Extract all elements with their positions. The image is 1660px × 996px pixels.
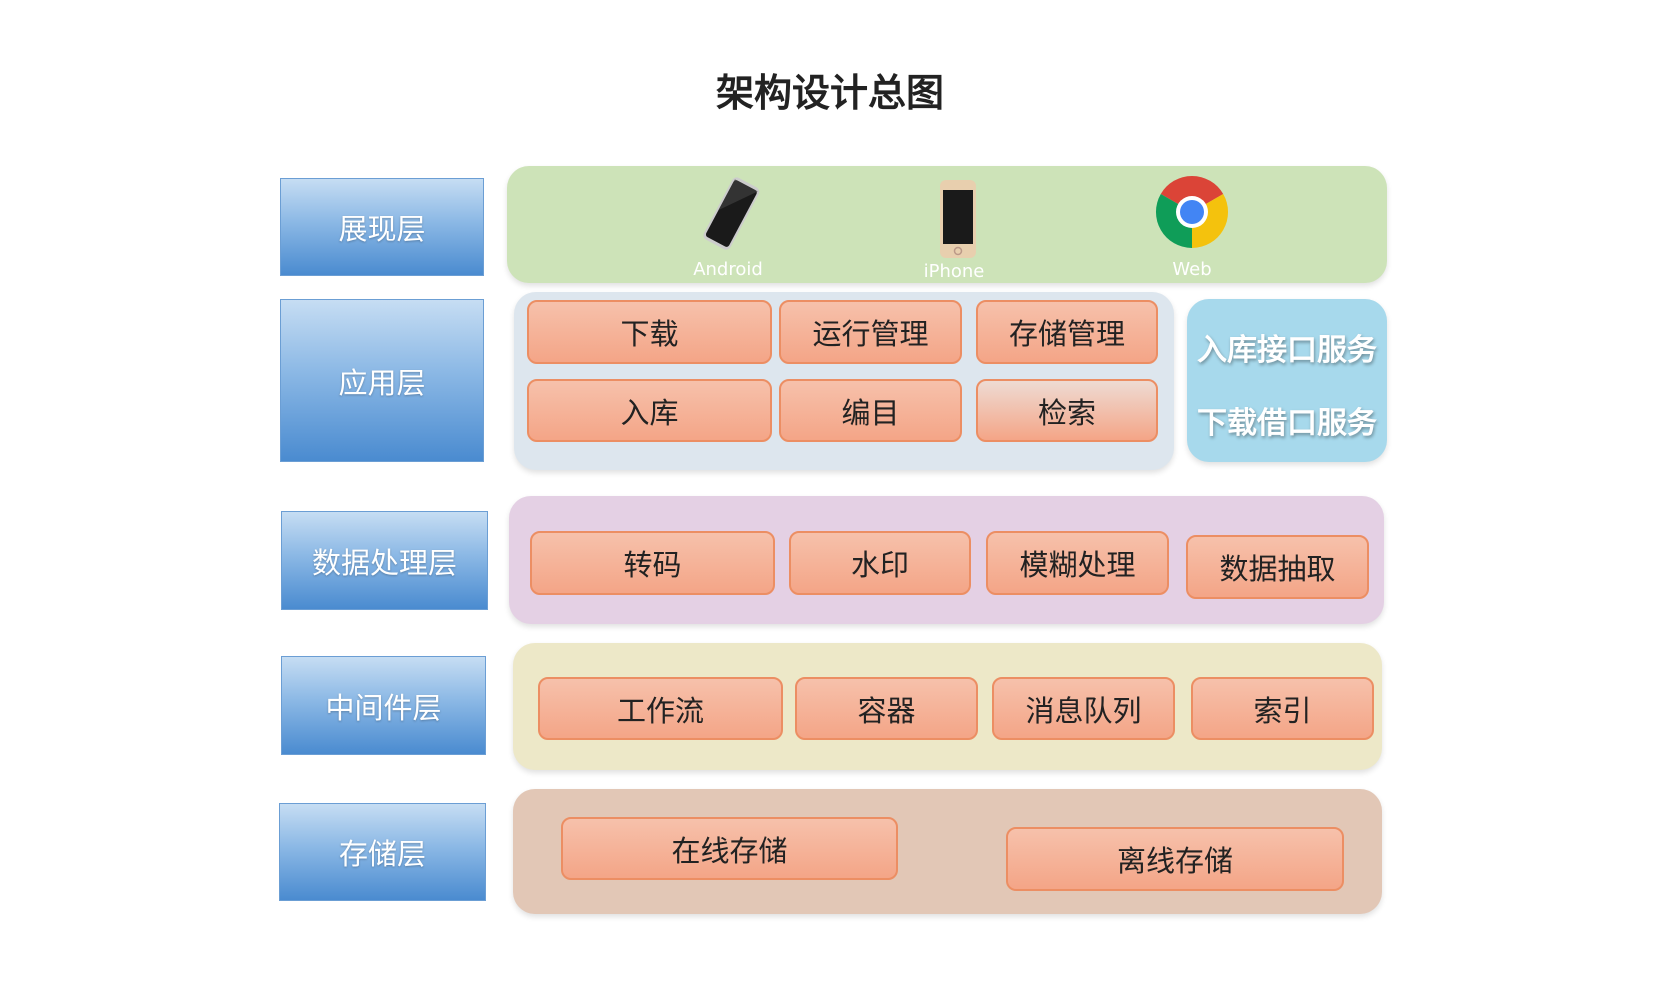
layer-label-presentation: 展现层 [280, 178, 484, 276]
layer-label-data-processing: 数据处理层 [281, 511, 488, 610]
module-workflow: 工作流 [538, 677, 783, 740]
layer-label-storage: 存储层 [279, 803, 486, 901]
layer-label-application: 应用层 [280, 299, 484, 462]
ingest-interface-service: 入库接口服务 [1197, 333, 1377, 368]
iphone-label: iPhone [923, 261, 985, 282]
module-blur: 模糊处理 [986, 531, 1169, 595]
module-online-storage: 在线存储 [561, 817, 898, 880]
android-phone-icon [690, 176, 770, 252]
module-container: 容器 [795, 677, 978, 740]
module-runtime-management: 运行管理 [779, 300, 962, 364]
android-label: Android [693, 259, 763, 280]
download-interface-service: 下载借口服务 [1197, 406, 1377, 441]
module-data-extraction: 数据抽取 [1186, 535, 1369, 599]
module-ingest: 入库 [527, 379, 772, 442]
module-download: 下载 [527, 300, 772, 364]
web-label: Web [1172, 259, 1212, 280]
module-search: 检索 [976, 379, 1158, 442]
module-message-queue: 消息队列 [992, 677, 1175, 740]
diagram-title: 架构设计总图 [715, 71, 944, 115]
module-cataloging: 编目 [779, 379, 962, 442]
chrome-icon [1154, 174, 1230, 250]
layer-label-middleware: 中间件层 [281, 656, 486, 755]
module-offline-storage: 离线存储 [1006, 827, 1344, 891]
module-transcode: 转码 [530, 531, 775, 595]
module-index: 索引 [1191, 677, 1374, 740]
iphone-icon [930, 178, 990, 260]
module-watermark: 水印 [789, 531, 971, 595]
module-storage-management: 存储管理 [976, 300, 1158, 364]
services-panel [1187, 299, 1387, 462]
